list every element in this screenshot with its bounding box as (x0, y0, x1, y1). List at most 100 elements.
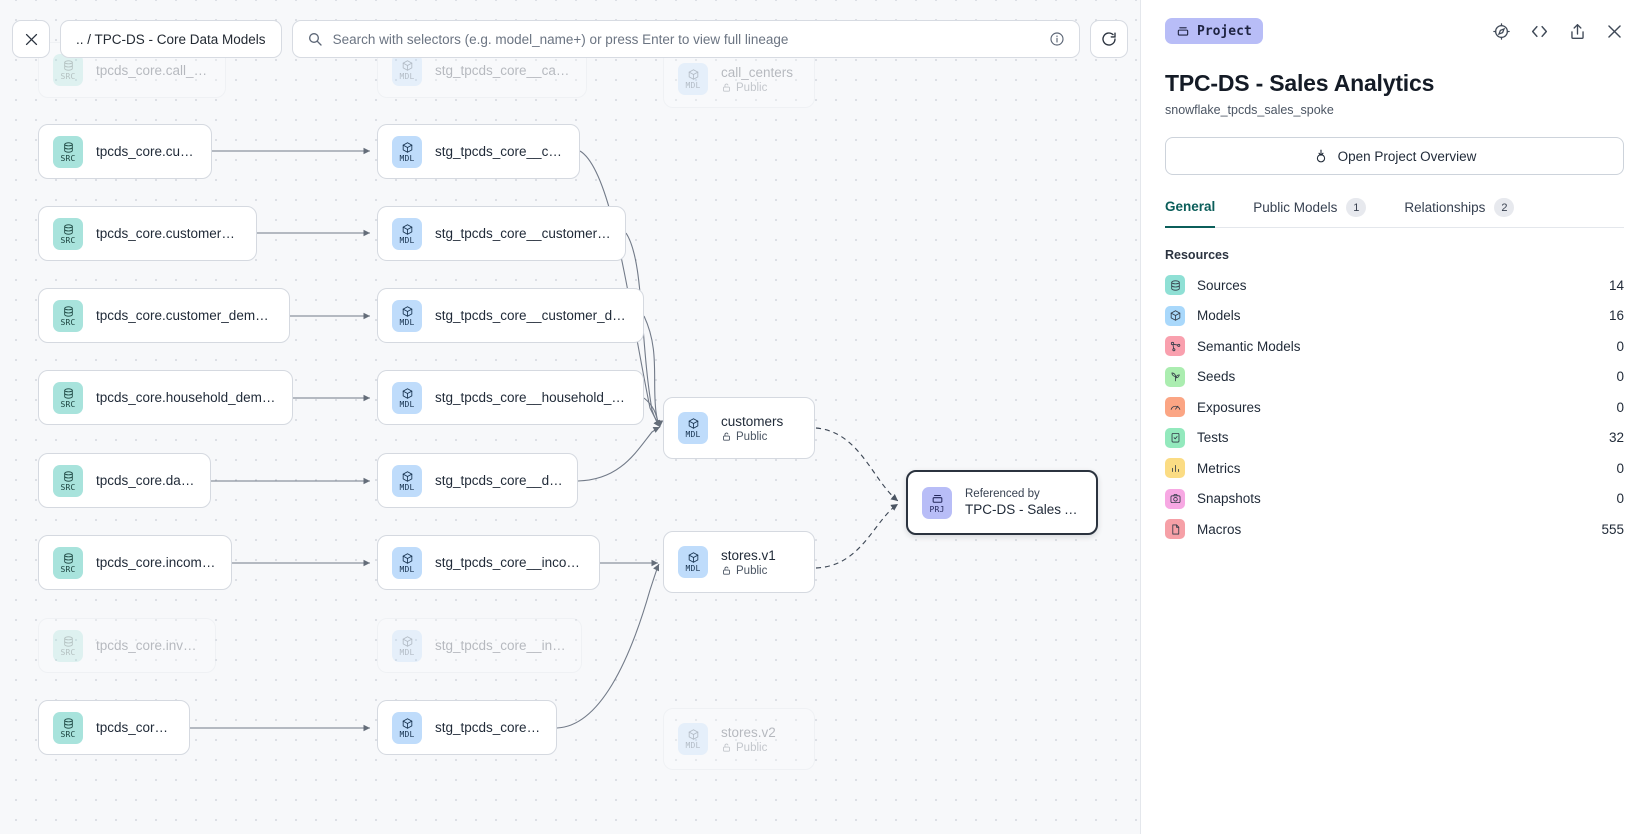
badge-label: SRC (60, 72, 76, 81)
badge-label: MDL (685, 430, 701, 439)
badge-label: MDL (399, 153, 415, 163)
semantic-graph-icon (1165, 336, 1185, 357)
cube-icon (402, 552, 412, 564)
cube-icon (402, 141, 412, 153)
refresh-button[interactable] (1090, 20, 1128, 58)
badge-label: MDL (399, 72, 415, 81)
lineage-node[interactable]: MDLstg_tpcds_core__household_demogr… (377, 370, 644, 425)
node-text: tpcds_core.inventory (96, 638, 201, 653)
panel-header: Project (1165, 14, 1624, 48)
mdl-badge: MDL (392, 217, 422, 250)
src-badge: SRC (53, 217, 83, 250)
badge-label: SRC (60, 564, 76, 574)
project-type-chip[interactable]: Project (1165, 18, 1263, 44)
prj-badge: PRJ (922, 486, 952, 519)
badge-label: MDL (399, 399, 415, 409)
tab-general[interactable]: General (1165, 198, 1216, 228)
cube-icon (1165, 305, 1185, 326)
resource-name: Tests (1197, 430, 1229, 446)
cube-icon (402, 223, 412, 235)
badge-label: MDL (399, 647, 415, 657)
resource-name: Seeds (1197, 369, 1236, 385)
camera-icon (1170, 494, 1180, 504)
lineage-node[interactable]: MDL stg_tpcds_core__inventory (377, 618, 582, 673)
lineage-node[interactable]: SRC tpcds_core.customer_address (38, 206, 257, 261)
badge-label: MDL (399, 317, 415, 327)
info-icon[interactable] (1049, 31, 1065, 47)
lineage-toolbar: .. / TPC-DS - Core Data Models (12, 20, 1128, 58)
badge-label: SRC (60, 153, 76, 163)
node-text: tpcds_core.customer_demographics (96, 308, 275, 323)
close-lineage-button[interactable] (12, 20, 50, 58)
lineage-canvas[interactable]: SRCtpcds_core.call_centerSRCtpcds_core.c… (0, 0, 1140, 834)
resource-name: Macros (1197, 521, 1242, 537)
code-icon[interactable] (1529, 21, 1550, 42)
compass-icon[interactable] (1492, 22, 1511, 41)
node-visibility-label: Public (736, 564, 768, 577)
mdl-badge: MDL (392, 711, 422, 744)
lineage-node[interactable]: MDL stg_tpcds_core__income_band (377, 535, 600, 590)
open-project-overview-button[interactable]: Open Project Overview (1165, 137, 1624, 175)
breadcrumb[interactable]: .. / TPC-DS - Core Data Models (60, 20, 282, 58)
badge-label: SRC (60, 482, 76, 492)
lock-open-icon (723, 743, 730, 752)
search-input[interactable] (332, 31, 1039, 47)
mdl-badge: MDL (392, 54, 422, 86)
badge-label: MDL (399, 235, 415, 245)
share-icon[interactable] (1568, 22, 1587, 41)
bar-chart-icon (1165, 458, 1185, 479)
database-icon (63, 305, 73, 317)
badge-label: MDL (399, 564, 415, 574)
cube-icon (688, 69, 698, 80)
mdl-badge: MDL (392, 464, 422, 497)
search-bar[interactable] (291, 20, 1080, 58)
seedling-icon (1165, 366, 1185, 387)
database-icon (63, 387, 73, 399)
lineage-node[interactable]: MDLstg_tpcds_core__customer_demogra… (377, 288, 644, 343)
node-title: stg_tpcds_core__income_band (435, 555, 585, 570)
project-box-icon (1177, 27, 1189, 36)
panel-actions (1492, 21, 1624, 42)
lineage-node[interactable]: SRC tpcds_core.customer_demographics (38, 288, 290, 343)
node-title: TPC-DS - Sales Analytics (965, 502, 1082, 517)
badge-label: SRC (60, 317, 76, 327)
mdl-badge: MDL (392, 629, 422, 662)
node-title: tpcds_core.customer_address (96, 226, 242, 241)
src-badge: SRC (53, 629, 83, 662)
node-title: stg_tpcds_core__inventory (435, 638, 567, 653)
node-text: tpcds_core.customer_address (96, 226, 242, 241)
close-panel-icon[interactable] (1605, 22, 1624, 41)
cube-icon (402, 717, 412, 729)
document-icon (1171, 524, 1179, 535)
node-title: tpcds_core.store (96, 720, 175, 735)
lineage-node[interactable]: SRC tpcds_core.inventory (38, 618, 216, 673)
